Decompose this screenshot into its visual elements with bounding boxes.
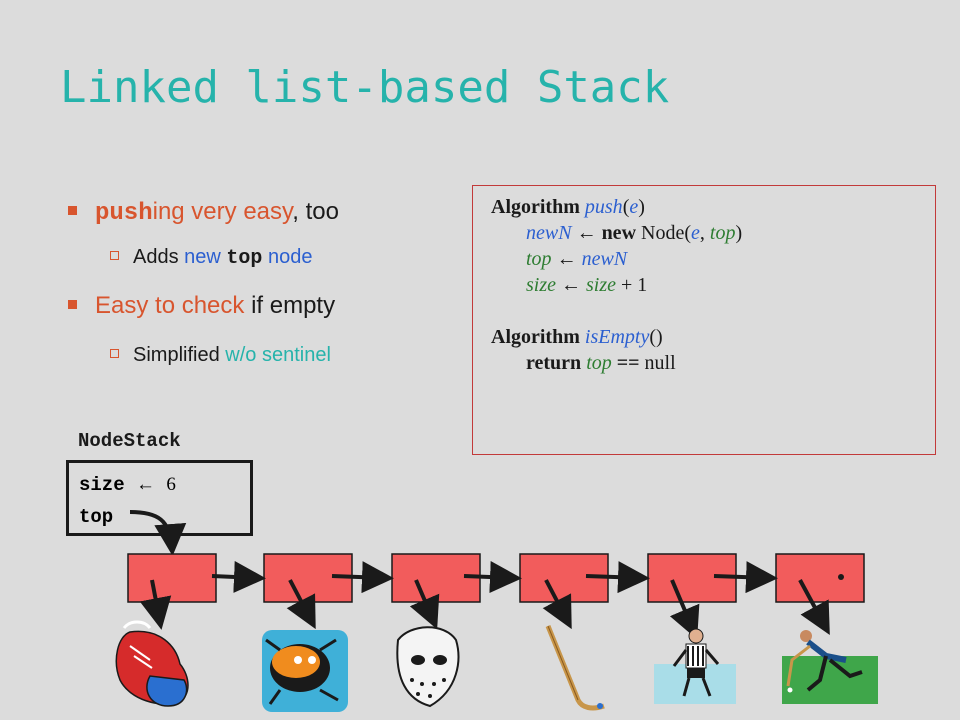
assign-arrow-icon: ← [136, 474, 156, 495]
sub-bullet-square-icon [110, 251, 119, 261]
null-pointer-dot [838, 574, 844, 580]
new-text: new [184, 246, 227, 268]
push-rest: ing very easy [152, 198, 293, 225]
node-1 [127, 553, 217, 603]
adds-text: Adds [133, 246, 185, 268]
node-text: node [262, 246, 313, 268]
null: null [644, 352, 676, 374]
top-field: top [79, 506, 114, 528]
fn-name: isEmpty [584, 326, 650, 348]
sentinel-text: w/o sentinel [225, 344, 331, 366]
op: == [611, 352, 645, 374]
kw: Algorithm [491, 196, 580, 218]
node-6 [775, 553, 865, 603]
element-pointer-5 [669, 579, 700, 640]
next-pointer-2 [331, 561, 394, 594]
param: e [629, 196, 639, 218]
assign-arrow-icon: ← [556, 248, 577, 270]
easy-check-text: Easy to check [95, 292, 245, 319]
arg: e [691, 222, 700, 244]
size-value: 6 [166, 474, 176, 495]
bullet-empty: Easy to check if empty [68, 292, 335, 320]
algorithm-box: Algorithm push(e) newN ← new Node(e, top… [472, 185, 936, 455]
kw: return [526, 352, 582, 374]
element-pointer-6 [798, 579, 830, 636]
var: size [586, 274, 616, 296]
next-pointer-1 [211, 560, 266, 593]
parens: () [649, 326, 663, 348]
sub-bullet-adds-node: Adds new top node [110, 246, 312, 270]
goalie-mask-icon [396, 626, 460, 708]
top-code: top [226, 247, 263, 270]
push-tail: , too [292, 198, 339, 225]
hockey-puck-icon [262, 630, 348, 712]
next-pointer-4 [585, 561, 650, 594]
var: top [526, 248, 552, 270]
assign-arrow-icon: ← [576, 222, 597, 244]
bullet-push: pushing very easy, too [68, 198, 339, 227]
bullet-square-icon [68, 206, 77, 216]
sub-bullet-square-icon [110, 349, 119, 359]
algo-line-top: top ← newN [491, 246, 917, 272]
ctor: Node( [641, 222, 691, 244]
fn-name: push [584, 196, 623, 218]
sub-bullet-simplified: Simplified w/o sentinel [110, 344, 331, 367]
next-pointer-5 [713, 561, 778, 594]
element-pointer-2 [286, 579, 316, 630]
push-code: push [95, 200, 153, 227]
arg: top [709, 222, 736, 244]
bullet-square-icon [68, 300, 77, 310]
element-pointer-3 [409, 579, 440, 630]
page-title: Linked list-based Stack [60, 62, 670, 113]
next-pointer-3 [463, 561, 522, 594]
top-pointer-arrow [129, 510, 187, 556]
if-empty-text: if empty [244, 292, 336, 319]
algo-line-return: return top == null [491, 350, 917, 376]
element-pointer-1 [139, 579, 172, 630]
hockey-stick-icon [545, 625, 605, 711]
nodestack-label: NodeStack [78, 430, 181, 452]
field-hockey-player-icon [782, 630, 878, 704]
var: size [526, 274, 556, 296]
simplified-text: Simplified [133, 344, 226, 366]
var: newN [581, 248, 628, 270]
var: newN [526, 222, 572, 244]
var: top [586, 352, 612, 374]
comma: , [699, 222, 710, 244]
algo-push-header: Algorithm push(e) [491, 196, 645, 218]
assign-arrow-icon: ← [561, 274, 581, 296]
algo-line-newn: newN ← new Node(e, top) [491, 220, 917, 246]
element-pointer-4 [542, 579, 572, 630]
referee-icon [654, 628, 736, 704]
size-field: size [79, 474, 125, 496]
algo-isempty-header: Algorithm isEmpty() [491, 324, 917, 350]
algo-line-size: size ← size + 1 [491, 272, 917, 298]
kw: new [601, 222, 637, 244]
expr: + 1 [616, 274, 648, 296]
kw: Algorithm [491, 326, 580, 348]
boxing-glove-icon [115, 620, 189, 707]
paren: ) [735, 222, 743, 244]
